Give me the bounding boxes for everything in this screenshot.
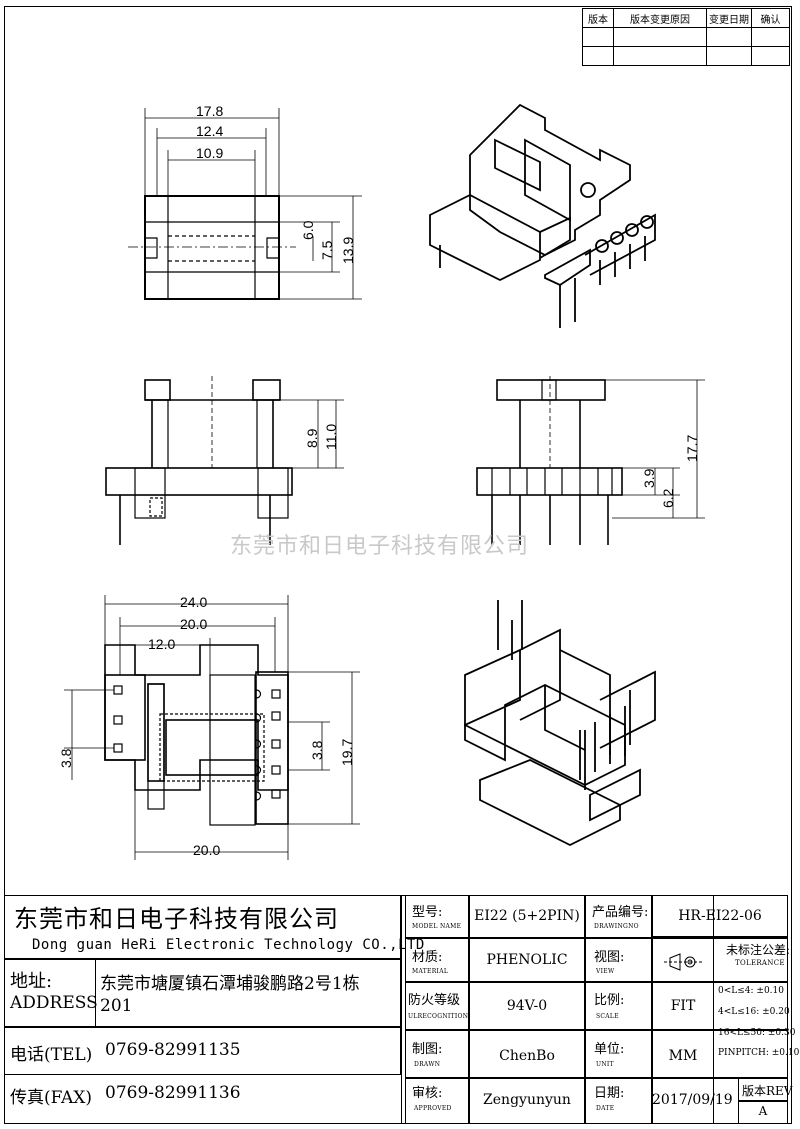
dim-7-5: 7.5: [319, 240, 335, 260]
drawing-no-value: HR-EI22-06: [678, 908, 762, 924]
company-name-cn: 东莞市和日电子科技有限公司: [14, 905, 339, 933]
dim-6-0: 6.0: [300, 220, 316, 240]
dim-17-7: 17.7: [684, 434, 700, 462]
projection-symbol-icon: [664, 953, 704, 971]
approved-sub: APPROVED: [414, 1105, 452, 1112]
top-view: [128, 108, 362, 300]
tolerance-label: 未标注公差:: [726, 943, 791, 957]
dim-8-9: 8.9: [304, 428, 320, 448]
unit-label: 单位:: [594, 1042, 625, 1057]
date-sub: DATE: [596, 1105, 615, 1112]
front-view: [476, 376, 705, 545]
unit-sub: UNIT: [596, 1061, 614, 1068]
dim-3-8-right: 3.8: [309, 740, 325, 760]
dim-11-0: 11.0: [323, 423, 339, 450]
scale-sub: SCALE: [596, 1013, 619, 1020]
dim-3-9: 3.9: [641, 468, 657, 488]
dim-19-7: 19.7: [339, 738, 355, 766]
revision-table: 版本 版本变更原因 变更日期 确认: [582, 8, 790, 66]
address-line2: 201: [100, 996, 133, 1016]
tel-value: 0769-82991135: [105, 1040, 241, 1060]
fax-label: 传真(FAX): [10, 1088, 92, 1108]
material-value: PHENOLIC: [486, 952, 568, 968]
dim-12-4: 12.4: [196, 123, 224, 139]
material-label: 材质:: [412, 950, 443, 965]
dim-24-0: 24.0: [180, 594, 208, 610]
company-name-en: Dong guan HeRi Electronic Technology CO.…: [32, 937, 425, 953]
view-label: 视图:: [594, 950, 625, 965]
model-sub: MODEL NAME: [412, 923, 462, 930]
company-name-cell: [4, 895, 401, 959]
material-sub: MATERIAL: [412, 968, 449, 975]
rev-label: 版本REV: [742, 1084, 793, 1098]
model-value: EI22 (5+2PIN): [474, 908, 580, 924]
address-line1: 东莞市塘厦镇石潭埔骏鹏路2号1栋: [100, 974, 360, 994]
approved-value: Zengyunyun: [483, 1092, 571, 1108]
model-label: 型号:: [412, 905, 443, 920]
bottom-view: [64, 595, 360, 860]
dim-12-0: 12.0: [148, 636, 176, 652]
drawn-value: ChenBo: [499, 1048, 555, 1064]
watermark: 东莞市和日电子科技有限公司: [230, 534, 530, 559]
dim-10-9: 10.9: [196, 145, 224, 161]
dim-20-0-top: 20.0: [180, 616, 208, 632]
title-block: 东莞市和日电子科技有限公司 Dong guan HeRi Electronic …: [4, 895, 800, 1124]
iso-view-bottom: [464, 600, 656, 847]
approved-label: 审核:: [412, 1086, 443, 1101]
drawn-label: 制图:: [412, 1042, 443, 1057]
address-label: 地址:: [10, 971, 53, 992]
scale-value: FIT: [670, 998, 696, 1014]
drawn-sub: DRAWN: [414, 1061, 441, 1068]
iso-view-top: [429, 103, 656, 328]
date-label: 日期:: [594, 1086, 625, 1101]
fax-value: 0769-82991136: [105, 1083, 241, 1103]
technical-drawing: [64, 103, 705, 860]
ul-label: 防火等级: [408, 993, 461, 1008]
tolerance-sub: TOLERANCE: [735, 959, 785, 967]
side-view: [105, 376, 344, 545]
rev-value: A: [758, 1104, 768, 1118]
address-label-en: ADDRESS: [10, 993, 98, 1013]
dim-20-0-bottom: 20.0: [193, 842, 221, 858]
dim-3-8-left: 3.8: [58, 748, 74, 768]
unit-value: MM: [668, 1048, 698, 1064]
tel-label: 电话(TEL): [10, 1045, 93, 1065]
ul-sub: ULRECOGNITION: [408, 1013, 469, 1020]
tolerance-3: 16<L≤50: ±0.30: [718, 1028, 796, 1038]
drawing-no-sub: DRAWINGNO: [594, 923, 639, 930]
dim-13-9: 13.9: [340, 236, 356, 264]
ul-value: 94V-0: [506, 998, 548, 1014]
date-value: 2017/09/19: [652, 1092, 733, 1108]
tolerance-1: 0<L≤4: ±0.10: [718, 986, 784, 996]
tolerance-2: 4<L≤16: ±0.20: [718, 1007, 790, 1017]
drawing-no-label: 产品编号:: [592, 905, 649, 920]
view-sub: VIEW: [596, 968, 615, 975]
tolerance-4: PINPITCH: ±0.10: [718, 1048, 800, 1058]
dim-6-2: 6.2: [660, 488, 676, 508]
scale-label: 比例:: [594, 993, 625, 1008]
dim-17-8: 17.8: [196, 103, 224, 119]
